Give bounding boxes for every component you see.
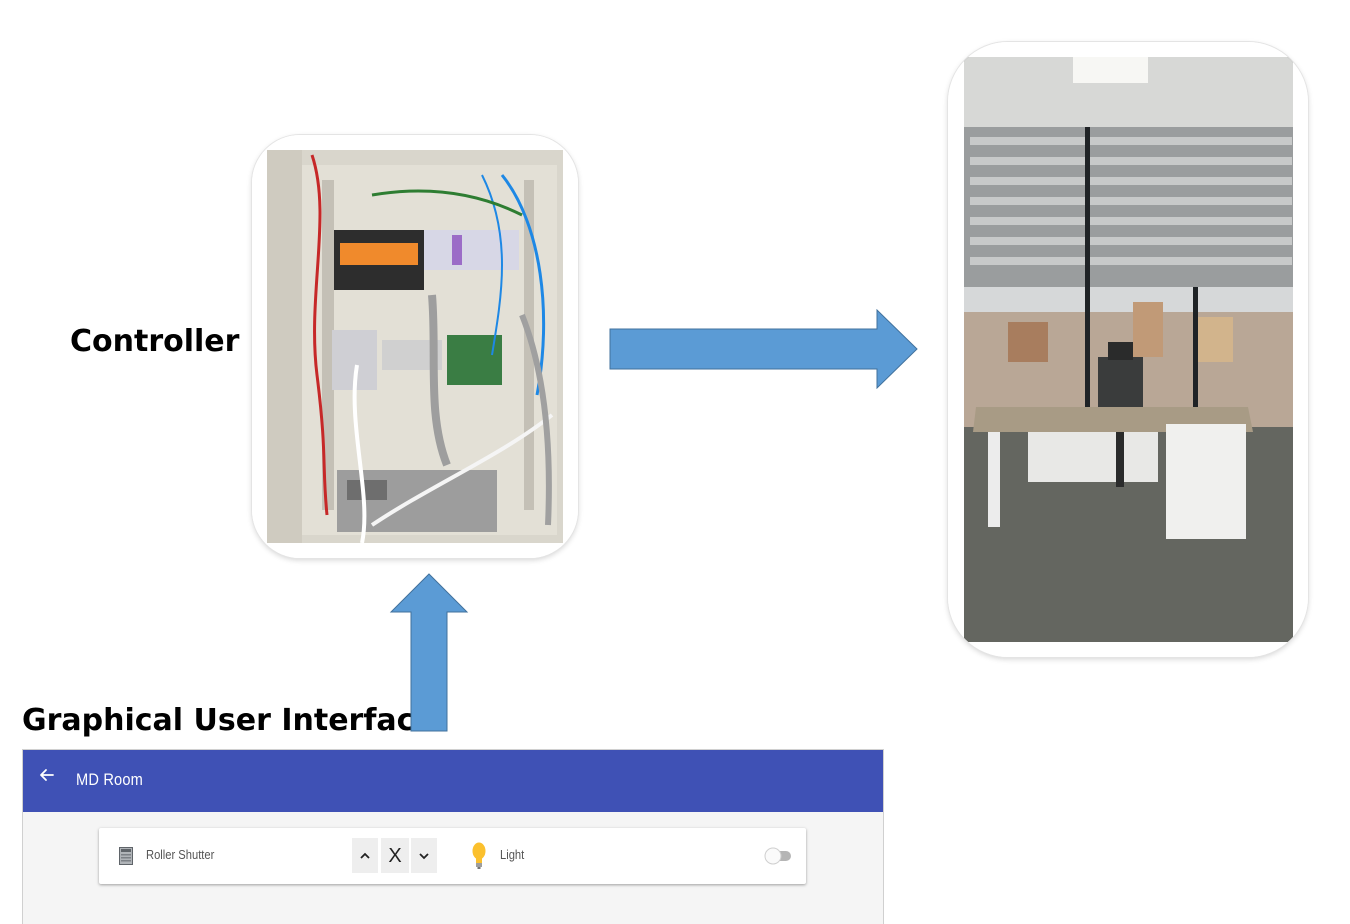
roller-shutter-icon (119, 847, 133, 865)
stop-label: X (388, 844, 402, 867)
light-toggle[interactable] (763, 845, 793, 867)
shutter-stop-button[interactable]: X (381, 838, 409, 873)
controller-photo (252, 135, 578, 558)
chevron-up-icon (360, 852, 370, 859)
chevron-down-icon (419, 852, 429, 859)
arrow-left-icon[interactable] (37, 765, 57, 785)
page-title: MD Room (76, 770, 144, 789)
shutter-down-button[interactable] (411, 838, 437, 873)
room-photo (948, 42, 1308, 657)
bulb-icon (472, 842, 486, 869)
roller-shutter-label: Roller Shutter (146, 847, 215, 862)
controller-label: Controller (70, 324, 240, 359)
light-label: Light (500, 847, 525, 862)
shutter-up-button[interactable] (352, 838, 378, 873)
up-arrow-icon (389, 573, 469, 732)
gui-panel: MD Room Roller Shutter X (22, 749, 884, 924)
right-arrow-icon (609, 309, 918, 389)
device-card: Roller Shutter X Light (99, 828, 806, 884)
app-bar: MD Room (23, 750, 883, 812)
gui-label: Graphical User Interface (22, 703, 435, 738)
